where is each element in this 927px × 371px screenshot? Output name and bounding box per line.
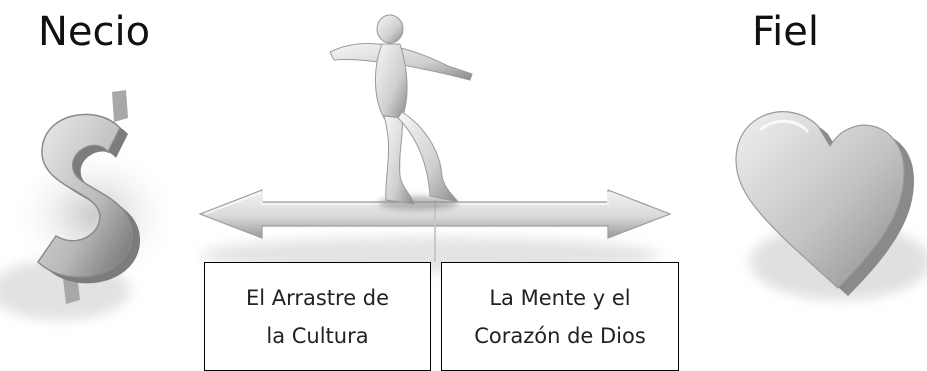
heart-icon	[735, 111, 927, 300]
label-box-god: La Mente y el Corazón de Dios	[441, 262, 679, 371]
title-fiel: Fiel	[752, 9, 819, 55]
figure-icon	[329, 14, 473, 210]
title-necio: Necio	[38, 9, 151, 55]
label-box-god-line1: La Mente y el	[489, 285, 631, 310]
label-box-culture: El Arrastre de la Cultura	[204, 262, 431, 371]
label-box-god-line2: Corazón de Dios	[474, 323, 646, 348]
dollar-sign-icon	[0, 90, 180, 320]
label-box-culture-line2: la Cultura	[266, 323, 369, 348]
label-box-culture-line1: El Arrastre de	[245, 285, 390, 310]
